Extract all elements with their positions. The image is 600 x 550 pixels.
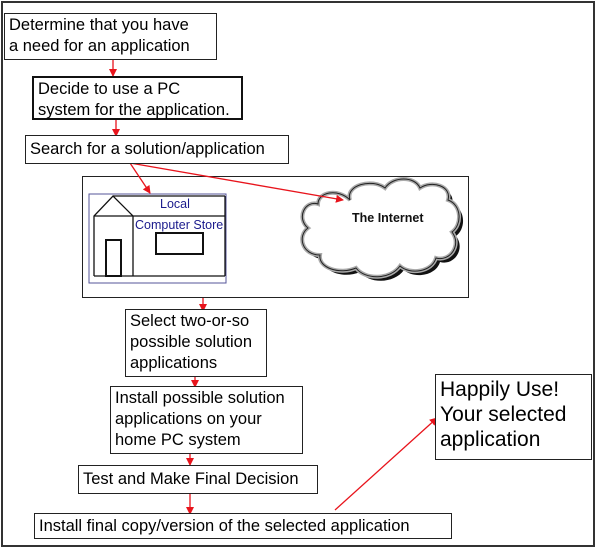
step-happily-use: Happily Use! Your selected application: [435, 374, 592, 460]
internet-label: The Internet: [352, 211, 424, 225]
arrow-search-to-internet: [129, 162, 344, 203]
store-label-local: Local: [160, 197, 190, 211]
cloud-icon: [300, 177, 464, 281]
step-install-final: Install final copy/version of the select…: [34, 513, 452, 539]
step-test-decide: Test and Make Final Decision: [78, 465, 318, 494]
step-determine-need: Determine that you have a need for an ap…: [4, 13, 217, 60]
arrow-search-to-store: [129, 162, 151, 194]
store-label-computer-store: Computer Store: [135, 218, 224, 232]
store-window-icon: [155, 232, 204, 255]
store-door-icon: [105, 239, 122, 277]
step-decide-pc: Decide to use a PC system for the applic…: [32, 76, 243, 120]
arrow-final-to-use: [334, 417, 438, 511]
store-icon: [88, 193, 227, 284]
step-select-candidates: Select two-or-so possible solution appli…: [125, 309, 267, 377]
step-install-candidates: Install possible solution applications o…: [110, 386, 303, 454]
step-search: Search for a solution/application: [25, 135, 289, 164]
